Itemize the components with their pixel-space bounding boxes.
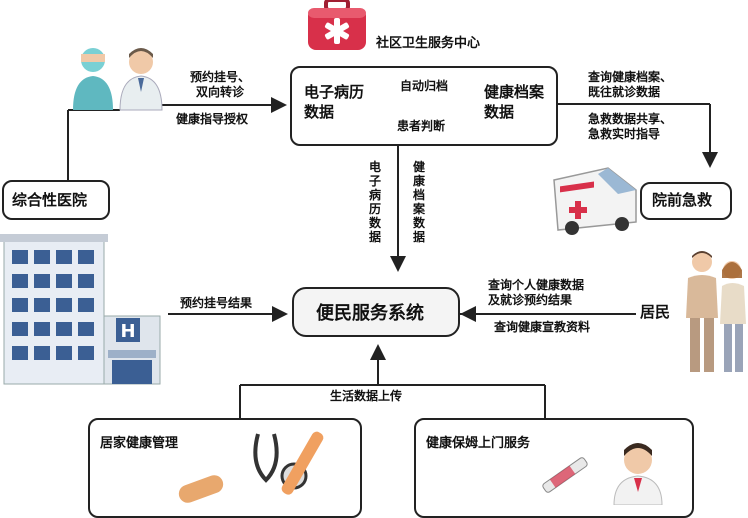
center-title: 社区卫生服务中心 [376, 36, 481, 51]
connector-lines [67, 87, 718, 418]
hospital-building-icon: H [0, 234, 161, 385]
emergency-label: 院前急救 [652, 191, 713, 209]
emergency-box [640, 182, 732, 220]
patient-judge-label: 患者判断 [397, 119, 446, 133]
emergency-share-label: 急救数据共享、 急救实时指导 [588, 112, 673, 141]
booking-label: 预约挂号、 双向转诊 [190, 70, 251, 99]
medical-tools-icon [178, 431, 324, 503]
query-edu-label: 查询健康宣教资料 [494, 320, 591, 334]
emr-vertical-label: 电子病历数据 [368, 160, 381, 244]
auto-archive-label: 自动归档 [400, 79, 449, 93]
nanny-service-label: 健康保姆上门服务 [426, 436, 531, 451]
service-system-box [292, 287, 460, 337]
records-box [290, 66, 558, 146]
booking-result-label: 预约挂号结果 [180, 296, 253, 310]
service-system-label: 便民服务系统 [316, 303, 424, 324]
guidance-label: 健康指导授权 [176, 112, 249, 126]
health-vertical-label: 健康档案数据 [412, 160, 425, 244]
svg-text:H: H [120, 321, 135, 342]
query-personal-label: 查询个人健康数据 及就诊预约结果 [488, 278, 585, 307]
doctors-icon [73, 48, 163, 111]
first-aid-kit-icon [308, 0, 366, 50]
upload-label: 生活数据上传 [330, 389, 403, 403]
hospital-label: 综合性医院 [12, 191, 88, 209]
health-records-data: 健康档案数据 [484, 83, 545, 121]
hospital-box [2, 180, 110, 220]
resident-label: 居民 [640, 303, 671, 321]
query-records-label: 查询健康档案、 既往就诊数据 [588, 70, 673, 99]
residents-icon [686, 251, 746, 372]
home-health-label: 居家健康管理 [100, 436, 179, 451]
emr-data: 电子病历数据 [304, 83, 365, 121]
ambulance-icon [553, 167, 637, 235]
nurse-syringe-icon [542, 443, 663, 505]
